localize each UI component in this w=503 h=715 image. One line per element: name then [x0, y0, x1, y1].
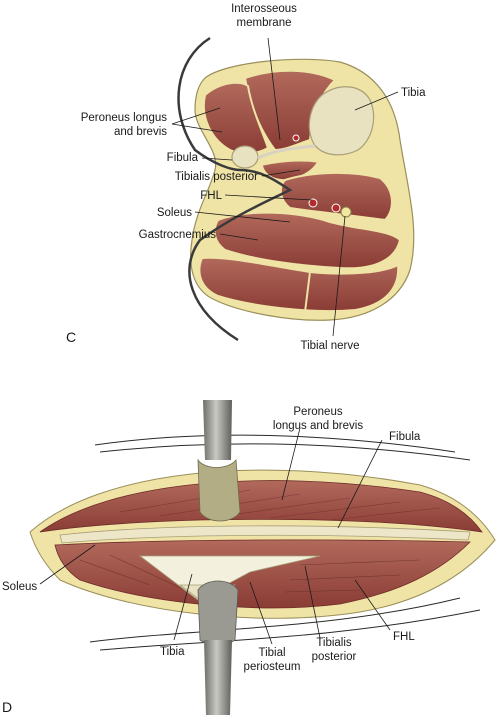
leader-tibial-nerve: [332, 215, 346, 337]
leader-peroneus-c: [171, 107, 223, 133]
tibia-bone: [308, 86, 375, 156]
label-gastrocnemius-c: Gastrocnemius: [139, 229, 217, 241]
label-peroneus-c-1: Peroneus longus: [81, 112, 168, 124]
gastrocnemius-muscle: [198, 256, 400, 313]
skin-line-top-2: [99, 443, 471, 461]
bottom-retractor-blade: [197, 580, 239, 645]
skin-line-bottom-1: [89, 597, 461, 643]
leader-tibia-c: [354, 91, 399, 111]
anterior-compartment-muscle: [243, 69, 337, 152]
label-soleus-d: Soleus: [2, 581, 37, 593]
leader-fhl-d: [354, 579, 391, 631]
label-peroneus-d-1: Peroneus: [293, 406, 342, 418]
label-peroneus-c-2: and brevis: [114, 126, 167, 138]
label-tibial-periosteum-1: Tibial: [258, 647, 285, 659]
top-retractor-handle: [203, 400, 232, 460]
fibula-bone: [231, 145, 259, 169]
panel-c-cross-section: Interosseous membrane Tibia Peroneus lon…: [66, 3, 426, 352]
deep-posterior-muscle: [279, 171, 393, 222]
label-tibia-c: Tibia: [401, 87, 426, 99]
leader-gastrocnemius-c: [219, 233, 259, 241]
soleus-muscle: [213, 211, 402, 270]
panel-letter-d: D: [2, 699, 12, 715]
label-tibialis-posterior-c: Tibialis posterior: [175, 171, 258, 183]
label-tibial-periosteum-2: periosteum: [244, 661, 301, 673]
interosseous-membrane: [257, 144, 316, 160]
label-fhl-c: FHL: [200, 190, 222, 202]
muscle-septum: [304, 271, 311, 313]
label-tibia-d: Tibia: [160, 646, 185, 658]
leader-soleus-c: [194, 211, 291, 223]
label-fibula-d: Fibula: [389, 431, 421, 443]
fibula-strip: [59, 525, 471, 544]
label-tibialis-posterior-d-2: posterior: [312, 651, 357, 663]
leader-interosseous: [267, 37, 281, 141]
label-fhl-d: FHL: [393, 631, 415, 643]
vessel-3: [292, 134, 300, 142]
leader-tibialis-posterior-c: [261, 169, 301, 177]
bottom-retractor-handle: [204, 640, 232, 715]
top-retractor-blade: [197, 458, 241, 522]
label-tibial-nerve: Tibial nerve: [300, 340, 359, 352]
vessel-2: [331, 203, 341, 213]
peroneus-muscle: [202, 81, 270, 155]
leader-fibula-c: [201, 157, 233, 161]
label-interosseous-1: Interosseous: [231, 3, 297, 15]
vessel-1: [308, 198, 318, 208]
label-interosseous-2: membrane: [237, 17, 292, 29]
label-peroneus-d-2: longus and brevis: [273, 420, 363, 432]
leader-fhl-c: [224, 194, 313, 201]
leader-fibula-d: [337, 439, 383, 529]
tibial-nerve-circle: [340, 206, 352, 218]
tibialis-posterior-muscle: [261, 160, 320, 181]
skin-line-bottom-2: [99, 609, 481, 651]
panel-d-surgical-view: Peroneus longus and brevis Fibula Soleus…: [2, 400, 496, 715]
leader-soleus-d: [39, 544, 96, 585]
label-soleus-c: Soleus: [157, 207, 192, 219]
label-fibula-c: Fibula: [167, 152, 199, 164]
label-tibialis-posterior-d-1: Tibialis: [316, 637, 352, 649]
leader-tibia-d: [173, 573, 193, 641]
leader-tibialis-posterior-d: [304, 565, 321, 639]
panel-letter-c: C: [66, 329, 76, 345]
skin-line-top-1: [94, 434, 456, 453]
deep-fiber-lines: [79, 554, 421, 593]
leader-tibial-periosteum: [249, 581, 273, 645]
leader-peroneus-d: [281, 427, 301, 501]
